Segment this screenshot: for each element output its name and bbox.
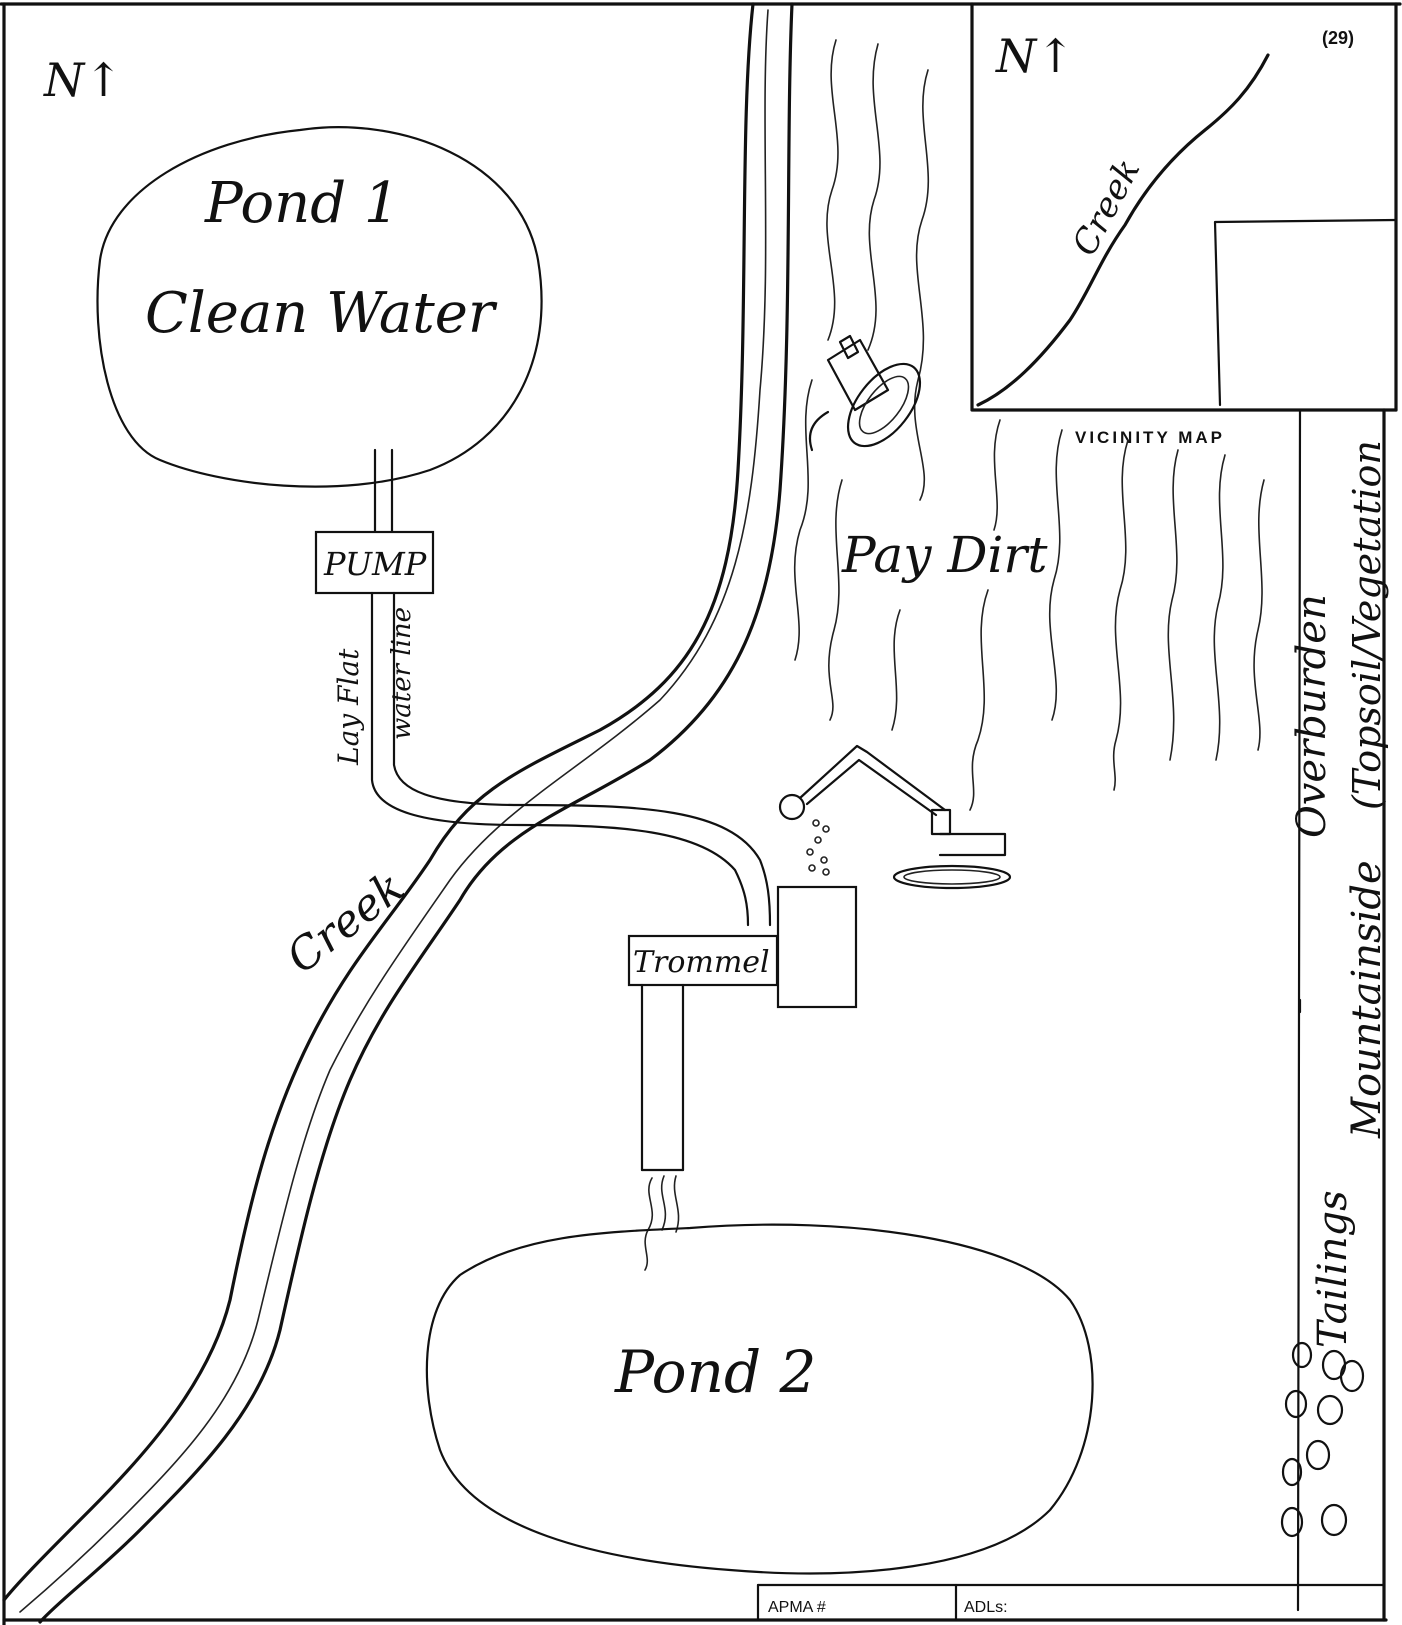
lay-flat-water-line — [370, 591, 750, 927]
mountainside-label: Mountainside — [1344, 860, 1390, 1139]
adls-label: ADLs: — [964, 1599, 1008, 1616]
excavator-icon — [778, 744, 1012, 890]
intake-pipe — [373, 448, 394, 534]
form-footer — [756, 1583, 1386, 1622]
vicinity-map-inset: N↑ Creek VICINITY MAP — [970, 2, 1398, 447]
pay-dirt-area — [793, 39, 1265, 811]
hose-label-water-line: water line — [387, 607, 417, 740]
pay-dirt-label: Pay Dirt — [841, 526, 1048, 584]
overburden-label: Overburden — [1289, 594, 1335, 838]
creek-label: Creek — [277, 861, 414, 983]
page-number: (29) — [1322, 28, 1354, 48]
vicinity-claim-boundary — [1213, 218, 1398, 407]
tailings-circles — [1280, 1341, 1365, 1538]
topsoil-vegetation-label: (Topsoil/Vegetation — [1345, 440, 1389, 810]
pond-1-subtitle: Clean Water — [145, 281, 498, 346]
pond-2 — [425, 1223, 1094, 1575]
pump-label: PUMP — [323, 545, 427, 583]
hose-label-lay-flat: Lay Flat — [332, 648, 365, 766]
tailings-label: Tailings — [1310, 1190, 1356, 1348]
vicinity-creek-line — [976, 53, 1270, 407]
north-arrow-main: N↑ — [43, 53, 123, 107]
dozer-icon — [808, 334, 922, 452]
pond-1 — [96, 126, 543, 488]
trommel-hopper — [776, 885, 858, 1009]
creek — [2, 2, 794, 1624]
pond-2-title: Pond 2 — [614, 1338, 816, 1406]
vicinity-map-title: VICINITY MAP — [1075, 428, 1225, 447]
svg-text:N↑: N↑ — [43, 53, 123, 107]
pump-box — [314, 530, 435, 595]
apma-number-label: APMA # — [768, 1599, 826, 1616]
legend-column — [1296, 408, 1302, 1612]
vicinity-north-arrow: N↑ — [995, 29, 1075, 83]
tailings-discharge-chute — [640, 983, 685, 1271]
trommel-label: Trommel — [633, 945, 770, 980]
pond-1-title: Pond 1 — [204, 171, 399, 236]
